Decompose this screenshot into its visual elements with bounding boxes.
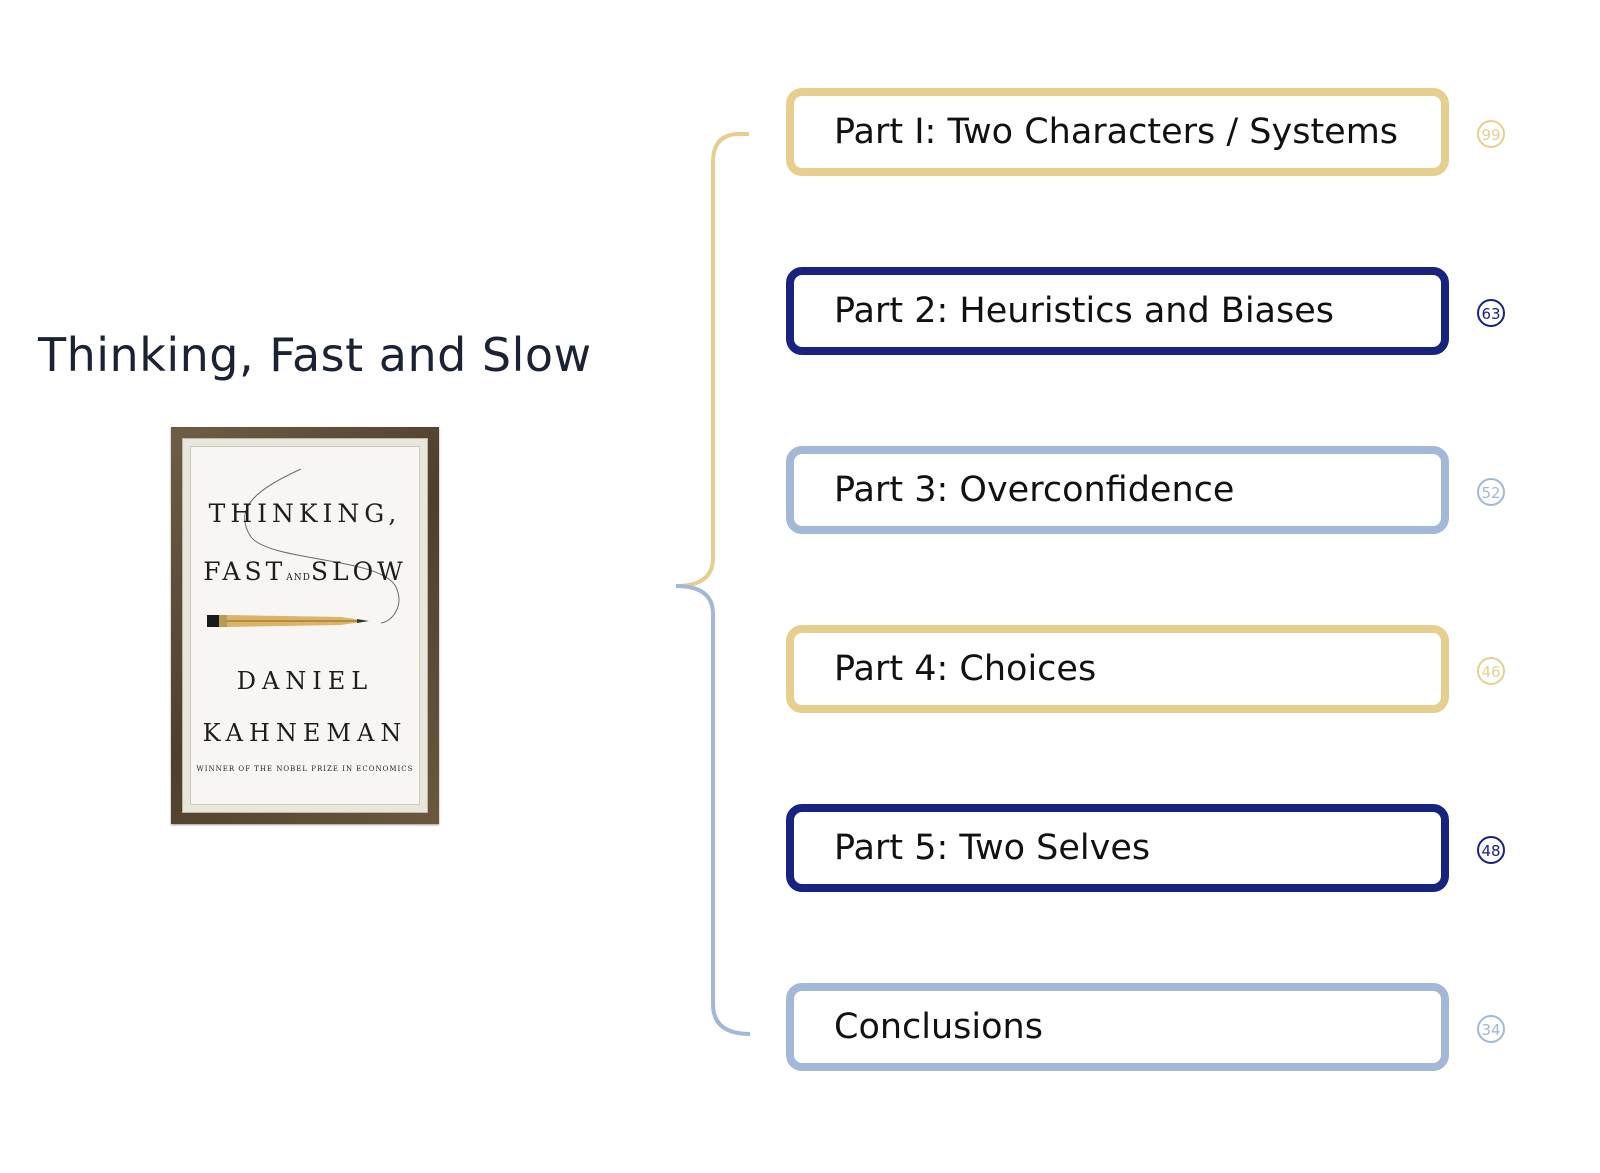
count-badge[interactable]: 34 [1477, 1015, 1505, 1043]
book-cover-image: THINKING, FASTANDSLOW DANIEL KAHNEMAN WI… [171, 427, 439, 824]
cover-title-fast: FAST [203, 557, 287, 586]
topic-part-5[interactable]: Part 5: Two Selves [786, 804, 1449, 892]
topic-part-3[interactable]: Part 3: Overconfidence [786, 446, 1449, 534]
cover-tagline: WINNER OF THE NOBEL PRIZE IN ECONOMICS [196, 765, 414, 773]
topic-label: Part 3: Overconfidence [834, 470, 1235, 510]
count-badge[interactable]: 63 [1477, 299, 1505, 327]
branch-lower [675, 584, 751, 1036]
pencil-illustration [207, 468, 400, 627]
topic-part-1[interactable]: Part I: Two Characters / Systems [786, 88, 1449, 176]
count-badge[interactable]: 99 [1477, 120, 1505, 148]
cover-mat: THINKING, FASTANDSLOW DANIEL KAHNEMAN WI… [182, 438, 428, 813]
topic-label: Part 4: Choices [834, 649, 1097, 689]
topic-label: Part 5: Two Selves [834, 828, 1151, 868]
topic-part-2[interactable]: Part 2: Heuristics and Biases [786, 267, 1449, 355]
topic-conclusions[interactable]: Conclusions [786, 983, 1449, 1071]
cover-title-line1: THINKING, [208, 499, 402, 528]
branch-upper [675, 132, 749, 588]
cover-title-and: AND [286, 573, 311, 583]
count-badge[interactable]: 46 [1477, 657, 1505, 685]
topic-label: Part 2: Heuristics and Biases [834, 291, 1334, 331]
cover-author-first: DANIEL [236, 667, 374, 695]
count-badge[interactable]: 48 [1477, 836, 1505, 864]
topic-label: Conclusions [834, 1007, 1043, 1047]
count-badge[interactable]: 52 [1477, 478, 1505, 506]
topic-part-4[interactable]: Part 4: Choices [786, 625, 1449, 713]
root-topic-title[interactable]: Thinking, Fast and Slow [38, 328, 592, 382]
topic-label: Part I: Two Characters / Systems [834, 112, 1399, 152]
cover-page: THINKING, FASTANDSLOW DANIEL KAHNEMAN WI… [190, 446, 420, 805]
cover-title-line2: FASTANDSLOW [191, 557, 419, 586]
cover-author-last: KAHNEMAN [202, 719, 408, 747]
cover-title-slow: SLOW [310, 557, 407, 586]
